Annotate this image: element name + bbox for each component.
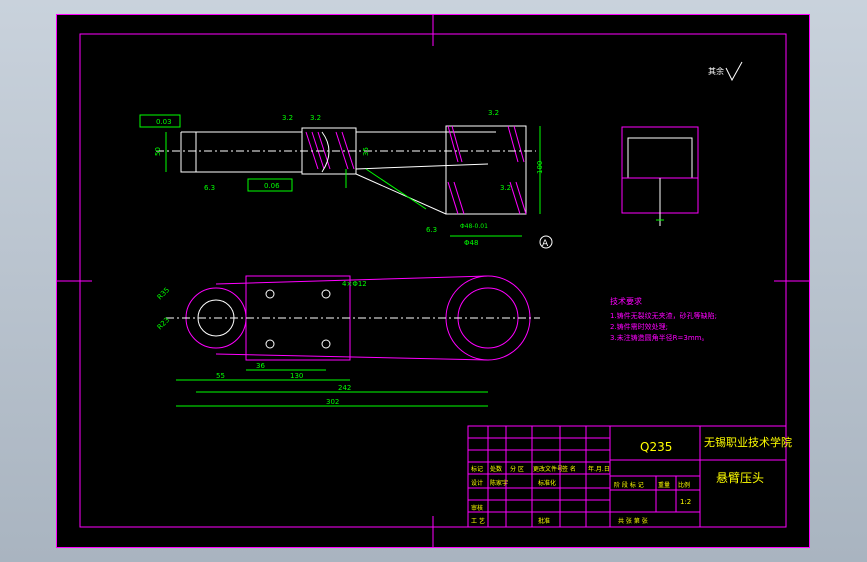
tb-count: 处数 bbox=[490, 465, 502, 473]
tb-designer: 陈家宇 bbox=[490, 479, 508, 487]
tb-std: 标准化 bbox=[538, 479, 556, 487]
tech-requirements: 技术要求 1.铸件无裂纹无夹渣，砂孔等缺陷; 2.铸件需时效处理; 3.未注铸造… bbox=[610, 296, 717, 342]
dim-4x12: 4×Φ12 bbox=[342, 280, 367, 288]
roughness-1: 3.2 bbox=[282, 114, 293, 122]
roughness-5: 6.3 bbox=[204, 184, 215, 192]
cad-viewport[interactable]: A 0.03 0.06 3.2 3.2 3.2 3.2 6.3 6.3 Φ48 … bbox=[56, 14, 810, 548]
roughness-3: 3.2 bbox=[488, 109, 499, 117]
top-edge-bottom bbox=[215, 353, 489, 361]
tb-ratio: 比例 bbox=[678, 481, 690, 489]
sheet-border-inner bbox=[79, 33, 787, 528]
tb-school: 无锡职业技术学院 bbox=[704, 435, 792, 449]
tb-material: Q235 bbox=[640, 440, 672, 454]
front-left-boss bbox=[180, 131, 197, 173]
front-arm-bottom bbox=[355, 163, 489, 170]
tolerance-frame-top bbox=[139, 114, 181, 128]
tb-design: 设计 bbox=[471, 479, 483, 487]
front-rib bbox=[355, 173, 447, 215]
tolerance-value-top: 0.03 bbox=[156, 118, 172, 126]
bolt-hole-2 bbox=[321, 289, 331, 299]
tb-weight: 重量 bbox=[658, 481, 670, 489]
dim-phi48: Φ48 bbox=[464, 239, 478, 247]
dim-242: 242 bbox=[338, 384, 351, 392]
dim-R: R35 bbox=[156, 286, 171, 301]
title-block: 标记 处数 分 区 更改文件号 签 名 年.月.日 设计 陈家宇 标准化 审核 … bbox=[467, 425, 792, 528]
bolt-hole-1 bbox=[265, 289, 275, 299]
tb-mark: 标记 bbox=[471, 465, 483, 473]
roughness-6: 6.3 bbox=[426, 226, 437, 234]
tb-date: 年.月.日 bbox=[588, 465, 610, 473]
dim-36: 36 bbox=[256, 362, 265, 370]
tech-item-3: 3.未注铸造圆角半径R=3mm。 bbox=[610, 333, 709, 342]
front-view: A 0.03 0.06 3.2 3.2 3.2 3.2 6.3 6.3 Φ48 … bbox=[139, 109, 553, 249]
side-inner-top bbox=[627, 137, 693, 179]
dim-100: 100 bbox=[536, 161, 544, 174]
tb-part-name: 悬臂压头 bbox=[716, 471, 764, 485]
tech-title: 技术要求 bbox=[610, 296, 642, 306]
dim-55: 55 bbox=[216, 372, 225, 380]
datum-A-label: A bbox=[542, 239, 549, 249]
tolerance-frame-bottom bbox=[247, 178, 293, 192]
drawing-canvas: A 0.03 0.06 3.2 3.2 3.2 3.2 6.3 6.3 Φ48 … bbox=[56, 14, 810, 548]
datum-A-marker bbox=[539, 235, 553, 249]
tb-approve: 批准 bbox=[538, 517, 550, 525]
roughness-4: 3.2 bbox=[500, 184, 511, 192]
tb-sign: 签 名 bbox=[562, 465, 576, 473]
dim-35: 35 bbox=[362, 147, 370, 156]
tb-sheet: 共 张 第 张 bbox=[618, 517, 648, 525]
bolt-hole-4 bbox=[321, 339, 331, 349]
dim-phi61: Φ48-0.01 bbox=[460, 223, 488, 230]
tb-scale: 1:2 bbox=[680, 498, 691, 506]
tb-zone: 分 区 bbox=[510, 465, 524, 473]
front-hatch-mid bbox=[305, 131, 355, 170]
tech-item-2: 2.铸件需时效处理; bbox=[610, 322, 668, 331]
dim-130: 130 bbox=[290, 372, 303, 380]
roughness-note: 其余 bbox=[708, 66, 724, 76]
front-right-boss bbox=[445, 125, 527, 215]
top-view: 55 36 130 242 302 4×Φ12 R35 R23 bbox=[156, 275, 540, 407]
tb-change: 更改文件号 bbox=[533, 465, 563, 473]
sheet-border-outer bbox=[56, 14, 810, 548]
top-edge-top bbox=[215, 275, 489, 285]
tb-review: 审核 bbox=[471, 504, 483, 512]
front-hatch-right bbox=[447, 125, 527, 215]
tb-stage: 阶 段 标 记 bbox=[614, 481, 644, 489]
title-block-frame bbox=[467, 425, 787, 528]
tolerance-value-bottom: 0.06 bbox=[264, 182, 280, 190]
tb-process: 工 艺 bbox=[471, 517, 485, 525]
leader-3-2 bbox=[365, 168, 427, 210]
tech-item-1: 1.铸件无裂纹无夹渣，砂孔等缺陷; bbox=[610, 311, 717, 320]
dim-302: 302 bbox=[326, 398, 339, 406]
bolt-hole-3 bbox=[265, 339, 275, 349]
dim-50: 50 bbox=[154, 147, 162, 156]
roughness-2: 3.2 bbox=[310, 114, 321, 122]
roughness-symbol bbox=[725, 61, 743, 82]
side-view: 其余 bbox=[621, 61, 743, 226]
